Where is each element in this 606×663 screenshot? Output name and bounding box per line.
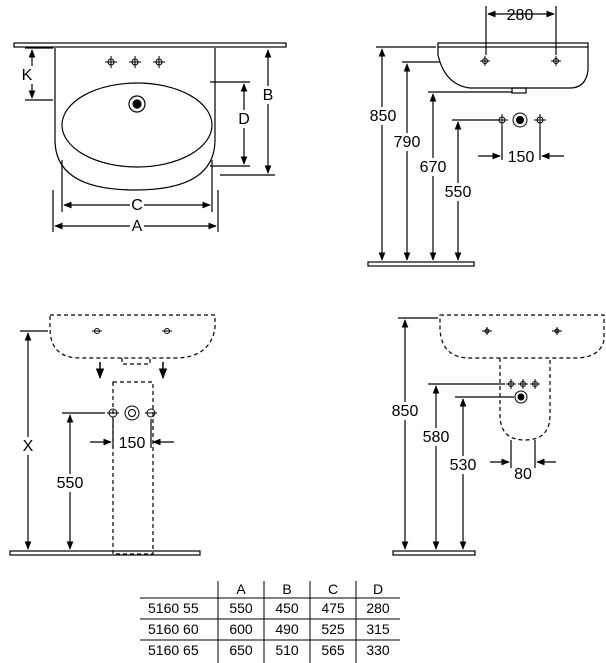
- table-cell: 650: [229, 642, 253, 658]
- drain-icon: [128, 95, 146, 113]
- label-80: 80: [514, 466, 532, 483]
- table-cell-model: 5160 55: [148, 600, 199, 616]
- table-cell: 510: [275, 642, 299, 658]
- pedestal-basin-dashed: [49, 314, 216, 359]
- basin-outline: [54, 48, 216, 191]
- semi-pedestal-shape: [499, 358, 551, 441]
- label-150-side: 150: [508, 149, 535, 166]
- side-wall-strip: [437, 42, 589, 48]
- pedestal-column: [112, 381, 154, 555]
- drain-center-icon: [132, 99, 142, 109]
- label-d: D: [238, 111, 250, 128]
- label-a: A: [132, 218, 143, 235]
- dimension-table: [140, 581, 400, 663]
- table-cell-model: 5160 60: [148, 621, 199, 637]
- tap-holes: [105, 56, 165, 68]
- semi-floor-strip: [392, 550, 476, 556]
- pedestal-floor-strip: [9, 550, 201, 556]
- table-cell: 315: [366, 621, 390, 637]
- front-view: [13, 42, 287, 232]
- label-790: 790: [394, 134, 421, 151]
- table-cell: 280: [366, 600, 390, 616]
- label-b: B: [263, 87, 274, 104]
- side-trap: [511, 87, 527, 94]
- label-c: C: [131, 197, 143, 214]
- table-header: C: [328, 581, 338, 597]
- pedestal-view: [9, 314, 216, 556]
- side-basin-profile: [437, 47, 589, 89]
- table-cell: 475: [321, 600, 345, 616]
- table-cell: 490: [275, 621, 299, 637]
- side-floor-strip: [367, 261, 475, 267]
- table-cell: 450: [275, 600, 299, 616]
- side-view: [367, 6, 589, 267]
- label-580: 580: [423, 429, 450, 446]
- table-header: B: [282, 581, 291, 597]
- table-cell: 600: [229, 621, 253, 637]
- table-header: A: [236, 581, 246, 597]
- label-530: 530: [450, 457, 477, 474]
- label-280: 280: [507, 7, 534, 24]
- label-x: X: [23, 438, 34, 455]
- table-cell: 330: [366, 642, 390, 658]
- semi-basin-dashed: [439, 314, 605, 359]
- table-cell-model: 5160 65: [148, 642, 199, 658]
- table-cell: 525: [321, 621, 345, 637]
- label-670: 670: [420, 159, 447, 176]
- basin-bowl: [61, 82, 213, 168]
- label-850-semi: 850: [392, 403, 419, 420]
- table-cell: 550: [229, 600, 253, 616]
- label-550-pedestal: 550: [57, 475, 84, 492]
- table-header: D: [373, 581, 383, 597]
- label-k: K: [22, 67, 33, 84]
- label-850-side: 850: [370, 108, 397, 125]
- label-150-pedestal: 150: [119, 435, 146, 452]
- table-cell: 565: [321, 642, 345, 658]
- label-550-side: 550: [445, 184, 472, 201]
- wall-strip: [13, 42, 287, 48]
